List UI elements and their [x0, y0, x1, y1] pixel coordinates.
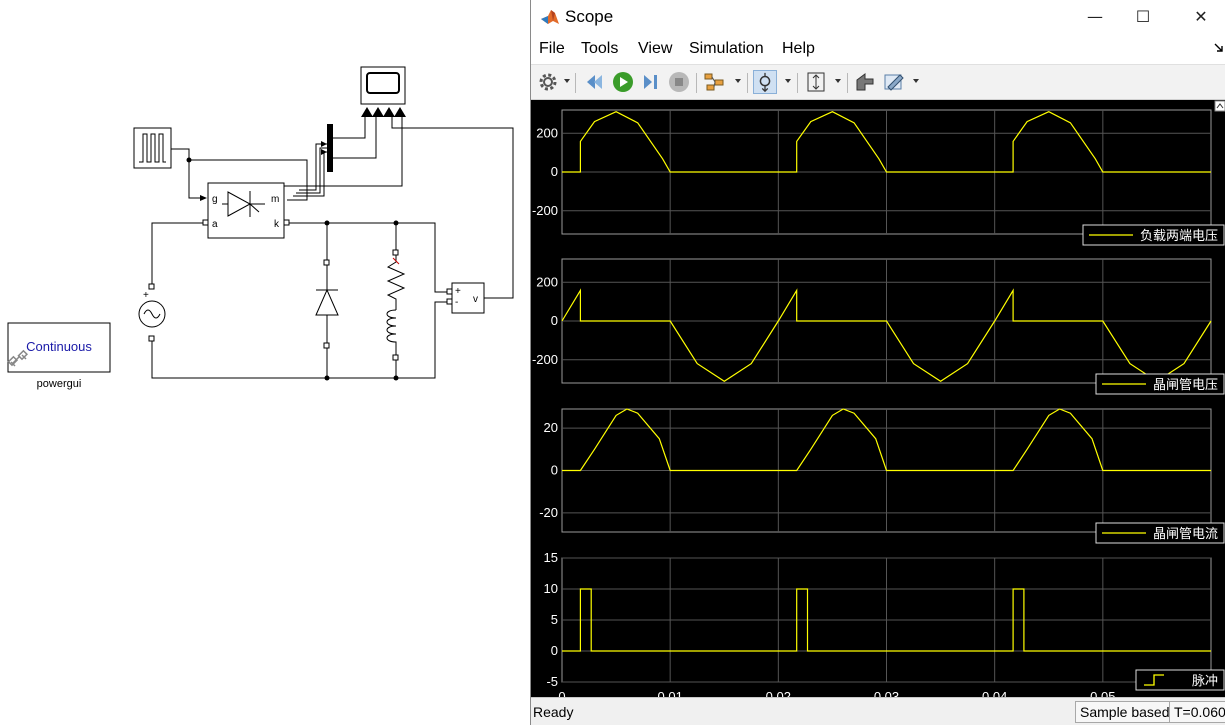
maximize-button[interactable]: ☐ [1135, 7, 1151, 26]
scope-block[interactable] [360, 66, 406, 117]
x-tick-label: 0 [558, 689, 565, 697]
y-tick-label: 0 [551, 313, 558, 328]
minimize-button[interactable]: — [1087, 7, 1103, 26]
menu-bar [531, 34, 1225, 64]
step-back-icon[interactable] [583, 70, 607, 94]
style-icon[interactable] [882, 70, 906, 94]
thyristor-port-k-label: k [274, 219, 280, 230]
legend-label: 晶闸管电压 [1153, 378, 1218, 393]
y-tick-label: 10 [544, 581, 558, 596]
powergui-block[interactable]: Continuous powergui [7, 322, 111, 390]
y-tick-label: -5 [546, 674, 558, 689]
y-tick-label: -200 [532, 352, 558, 367]
legend-box [1082, 224, 1225, 246]
diode-block[interactable] [315, 259, 339, 349]
powergui-name: powergui [37, 378, 82, 390]
sample-mode-indicator: Sample based [1075, 701, 1175, 723]
matlab-logo-icon [541, 10, 559, 24]
undock-axes-icon[interactable] [1214, 100, 1225, 112]
legend-box [1095, 522, 1225, 544]
thyristor-block[interactable]: g m a k [200, 182, 290, 239]
y-tick-label: 20 [544, 420, 558, 435]
wires [151, 117, 514, 379]
toolbar-separator [847, 73, 848, 93]
scale-axes-icon[interactable] [804, 70, 828, 94]
x-tick-label: 0.03 [874, 689, 899, 697]
zoom-icon[interactable] [753, 70, 777, 94]
y-tick-label: 15 [544, 550, 558, 565]
simulation-time-indicator: T=0.060 [1169, 701, 1225, 723]
thyristor-port-m-label: m [271, 194, 279, 205]
series-line [562, 408, 1211, 472]
cursor-measure-icon[interactable] [853, 70, 877, 94]
legend-swatch [1144, 674, 1164, 686]
y-tick-label: 200 [536, 125, 558, 140]
signal-hierarchy-icon[interactable] [703, 70, 727, 94]
gear-icon[interactable] [536, 70, 560, 94]
toolbar-separator [696, 73, 697, 93]
toolbar-separator [797, 73, 798, 93]
toolbar [531, 64, 1225, 100]
menu-file[interactable]: File [539, 40, 565, 57]
series-line [561, 288, 1212, 383]
legend-label: 脉冲 [1192, 674, 1218, 689]
rl-load-block[interactable] [386, 249, 406, 361]
y-tick-label: 0 [551, 643, 558, 658]
thyristor-port-g-label: g [212, 194, 218, 205]
series-line [562, 588, 1211, 652]
stop-icon[interactable] [667, 70, 691, 94]
x-tick-label: 0.02 [766, 689, 791, 697]
hierarchy-dropdown-arrow-icon[interactable] [735, 79, 741, 83]
x-tick-label: 0.01 [658, 689, 683, 697]
simulink-model-canvas[interactable]: g m a k + [0, 0, 530, 725]
series-line [562, 111, 1211, 173]
link-icon [7, 349, 29, 367]
scope-plots[interactable]: 2000-200负载两端电压2000-200晶闸管电压200-20晶闸管电流15… [531, 100, 1225, 697]
ac-voltage-source[interactable]: + [138, 283, 166, 342]
title-bar[interactable]: Scope — ☐ ✕ [531, 0, 1225, 34]
toolbar-separator [575, 73, 576, 93]
thyristor-port-a-label: a [212, 219, 218, 230]
toolbar-separator [747, 73, 748, 93]
close-button[interactable]: ✕ [1194, 7, 1208, 26]
y-tick-label: 0 [551, 463, 558, 478]
svg-text:+: + [143, 290, 149, 301]
style-dropdown-arrow-icon[interactable] [913, 79, 919, 83]
window-title: Scope [565, 7, 614, 26]
dock-arrow-icon[interactable] [1214, 43, 1224, 53]
menu-simulation[interactable]: Simulation [689, 40, 764, 57]
y-tick-label: -200 [532, 203, 558, 218]
legend-box [1095, 373, 1225, 395]
run-icon[interactable] [611, 70, 635, 94]
legend-label: 负载两端电压 [1140, 229, 1218, 244]
legend-label: 晶闸管电流 [1153, 527, 1218, 542]
voltage-measurement-block[interactable]: + - v [446, 282, 485, 314]
step-forward-icon[interactable] [639, 70, 663, 94]
y-tick-label: 0 [551, 164, 558, 179]
x-tick-label: 0.04 [982, 689, 1007, 697]
scope-window: Scope — ☐ ✕ File Tools View Simulation H… [530, 0, 1225, 725]
wire-junctions [186, 157, 399, 381]
menu-view[interactable]: View [638, 40, 673, 57]
status-ready-text: Ready [533, 704, 574, 720]
voltmeter-v-label: v [473, 294, 478, 305]
settings-dropdown-arrow-icon[interactable] [564, 79, 570, 83]
y-tick-label: 200 [536, 274, 558, 289]
pulse-generator-block[interactable] [133, 127, 172, 169]
menu-tools[interactable]: Tools [581, 40, 619, 57]
scale-dropdown-arrow-icon[interactable] [835, 79, 841, 83]
zoom-dropdown-arrow-icon[interactable] [785, 79, 791, 83]
voltmeter-minus-label: - [455, 297, 458, 308]
y-tick-label: 5 [551, 612, 558, 627]
y-tick-label: -20 [539, 505, 558, 520]
menu-help[interactable]: Help [782, 40, 815, 57]
status-bar: Ready Sample based T=0.060 [531, 697, 1225, 725]
voltmeter-plus-label: + [455, 286, 461, 297]
circuit-diagram: g m a k + [7, 66, 514, 390]
powergui-mode-label: Continuous [26, 339, 92, 354]
x-tick-label: 0.05 [1090, 689, 1115, 697]
mux-block[interactable] [327, 124, 333, 172]
